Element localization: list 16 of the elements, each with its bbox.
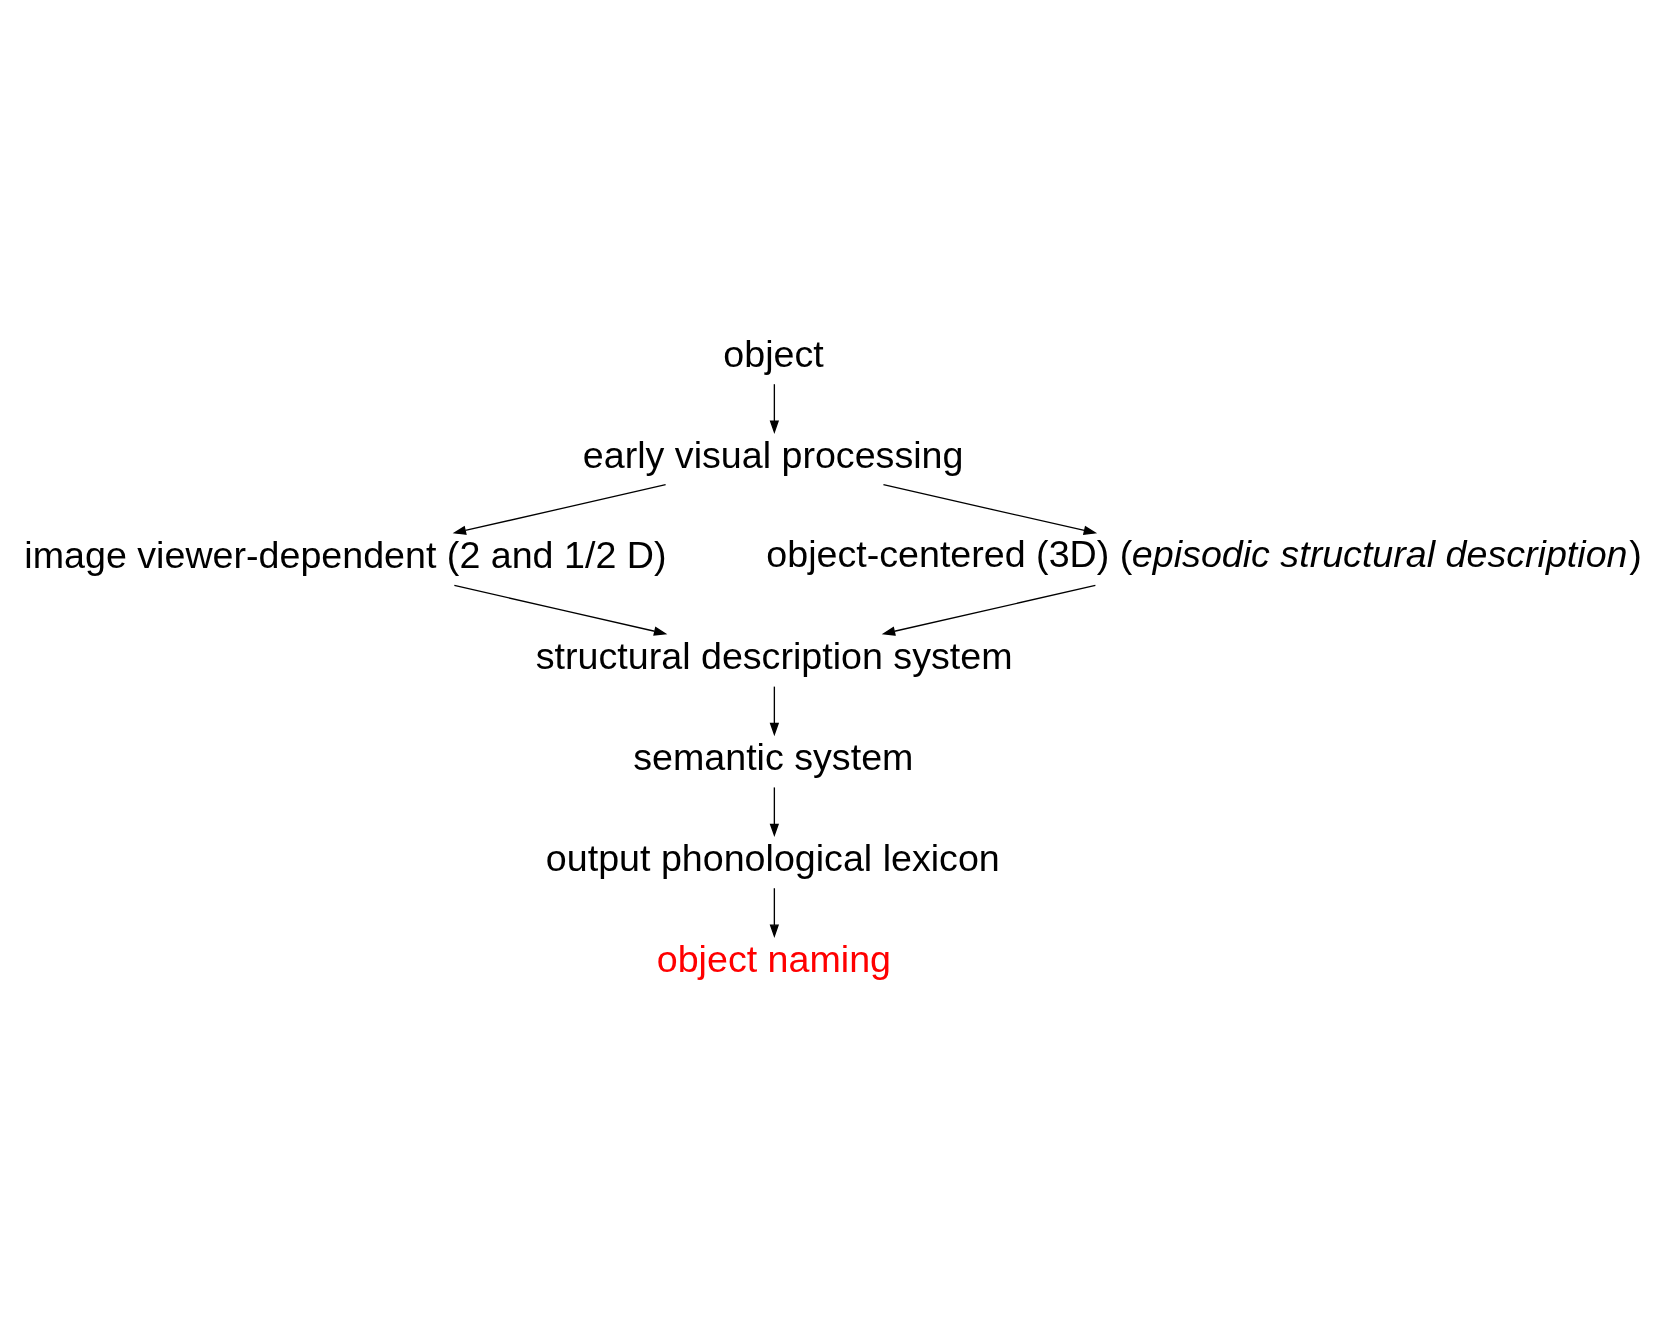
node-text: object naming [656, 937, 892, 980]
node-text: semantic system [633, 736, 914, 779]
arrow [769, 685, 780, 737]
arrow [769, 786, 780, 838]
node-text: object-centered (3D) (episodic structural description) [766, 533, 1642, 576]
node-text: output phonological lexicon [545, 836, 1000, 879]
arrow [882, 483, 1098, 535]
arrow [769, 887, 780, 938]
arrow [452, 483, 667, 535]
node-text: structural description system [535, 635, 1013, 678]
node-text: early visual processing [582, 433, 964, 476]
node-text: image viewer-dependent (2 and 1/2 D) [24, 534, 667, 577]
arrow [453, 584, 668, 636]
arrow [769, 383, 780, 434]
arrow [881, 584, 1097, 636]
node-text: object [723, 332, 824, 375]
